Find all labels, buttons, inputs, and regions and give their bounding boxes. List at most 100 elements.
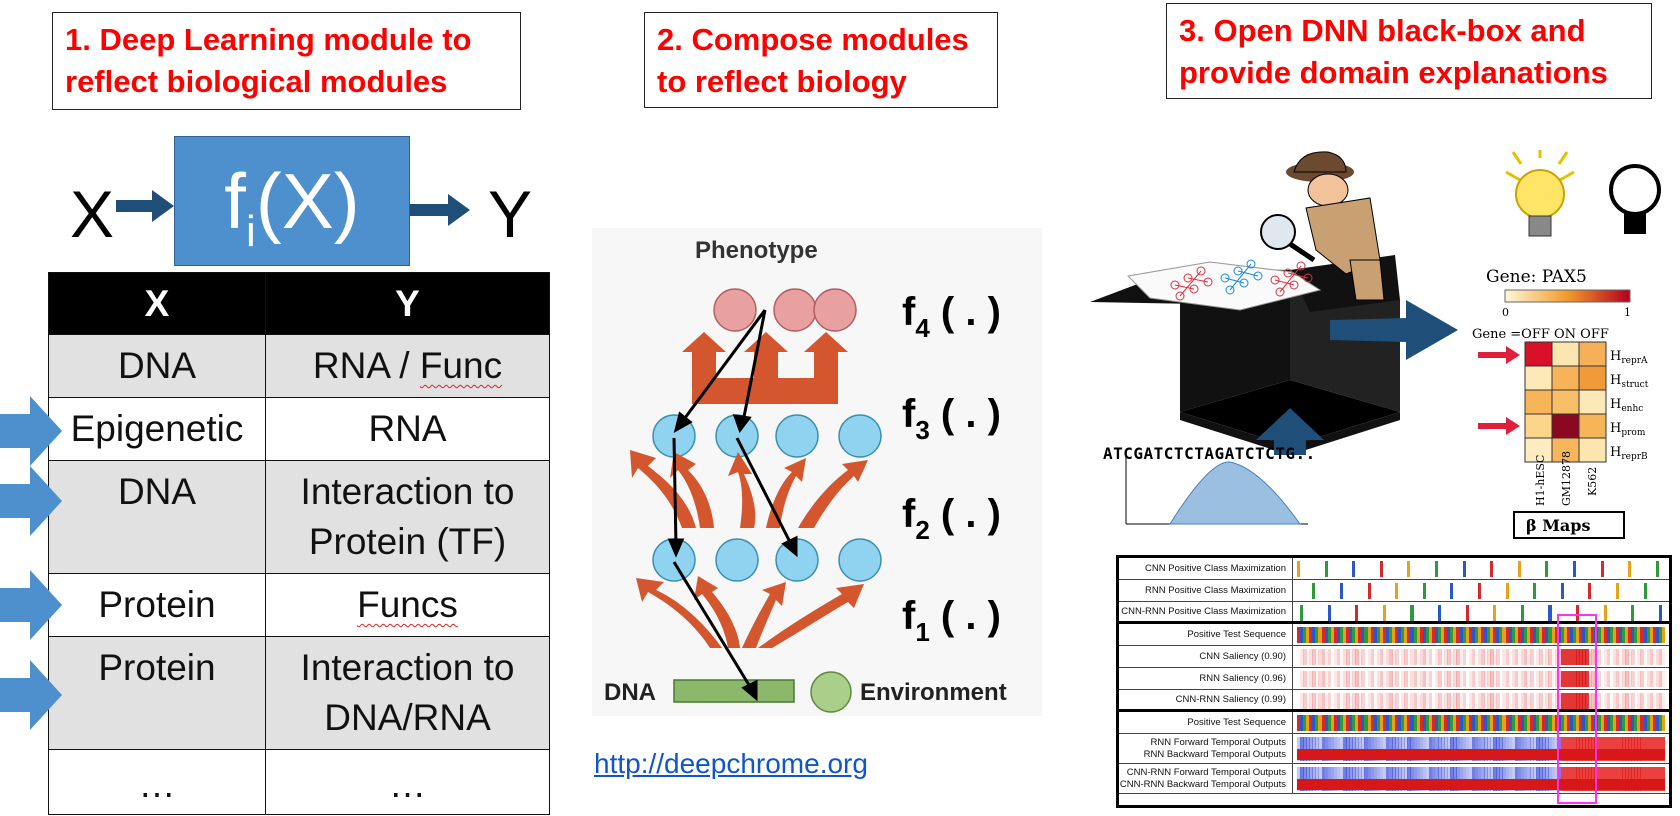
saliency-row-label: RNN Forward Temporal Outputs RNN Backwar… [1119, 734, 1293, 763]
table-cell-x: Protein [48, 573, 266, 637]
f2-symbol: f [902, 492, 916, 536]
table-row: … … [48, 749, 550, 815]
f1-arg: ( . ) [940, 594, 1001, 638]
sequence-input-arrow-icon [1256, 408, 1324, 455]
saliency-row: RNN Saliency (0.96) [1119, 668, 1669, 690]
gene-state-label: Gene =OFF ON OFF [1472, 327, 1609, 342]
table-cell-y-text: Funcs [357, 584, 458, 625]
f4-arg: ( . ) [940, 290, 1001, 334]
saliency-row-label: Positive Test Sequence [1119, 624, 1293, 645]
saliency-track [1297, 605, 1665, 621]
saliency-track [1297, 693, 1665, 709]
input-output-table: X Y DNA RNA / Func Epigenetic RNA DNA In… [48, 272, 550, 815]
heading-deep-learning-module: 1. Deep Learning module to reflect biolo… [52, 12, 521, 110]
saliency-row: RNN Positive Class Maximization [1119, 580, 1669, 602]
f3-label: f3 ( . ) [902, 392, 1001, 446]
table-row: DNA Interaction to Protein (TF) [48, 460, 550, 574]
row-label-repra: HreprA [1610, 349, 1648, 366]
func-text: Func [419, 345, 503, 386]
module-func-subscript: i [245, 207, 256, 256]
saliency-row-label: CNN-RNN Forward Temporal Outputs CNN-RNN… [1119, 764, 1293, 793]
f4-subscript: 4 [915, 313, 930, 343]
table-cell-y: RNA / Func [265, 334, 550, 398]
explanation-graphic: Gene: PAX5 0 1 Gene =OFF ON OFF HreprA H… [1090, 150, 1661, 539]
row-label-prom: Hprom [1610, 421, 1646, 438]
heatmap-colorbar [1504, 289, 1631, 303]
row-arrow-icon [0, 570, 62, 640]
heading-compose-modules: 2. Compose modules to reflect biology [644, 12, 998, 108]
row-label-enhc: Henhc [1610, 397, 1643, 414]
beta-maps-box [1513, 511, 1625, 539]
saliency-row: CNN-RNN Saliency (0.99) [1119, 690, 1669, 712]
saliency-track [1297, 561, 1665, 577]
saliency-row: CNN-RNN Positive Class Maximization [1119, 602, 1669, 624]
table-cell-y: … [265, 749, 550, 815]
colorbar-min-label: 0 [1502, 306, 1509, 319]
row-label-struct: Hstruct [1610, 373, 1649, 390]
lightbulb-off-icon [1609, 164, 1661, 234]
beta-maps-label: β Maps [1526, 516, 1590, 535]
environment-node [810, 671, 852, 713]
saliency-track [1297, 649, 1665, 665]
table-header-x: X [48, 272, 266, 335]
saliency-row-label: CNN Saliency (0.90) [1119, 646, 1293, 667]
output-arrow-icon [410, 194, 470, 226]
f1-subscript: 1 [915, 617, 930, 647]
f4-label: f4 ( . ) [902, 290, 1001, 344]
f3-symbol: f [902, 392, 916, 436]
gene-title: Gene: PAX5 [1486, 267, 1587, 287]
table-cell-y: Interaction to DNA/RNA [265, 636, 550, 750]
col-label-k562: K562 [1586, 467, 1599, 496]
saliency-row-label: Positive Test Sequence [1119, 712, 1293, 733]
f3-arg: ( . ) [940, 392, 1001, 436]
explanation-arrow-icon [1330, 300, 1458, 360]
row-label-reprb: HreprB [1610, 445, 1648, 462]
f2-subscript: 2 [915, 515, 930, 545]
saliency-track [1297, 671, 1665, 687]
saliency-track [1297, 583, 1665, 599]
table-cell-y: Interaction to Protein (TF) [265, 460, 550, 574]
saliency-track [1297, 715, 1665, 731]
module-output-label: Y [488, 177, 533, 251]
table-row: Protein Interaction to DNA/RNA [48, 636, 550, 750]
composition-diagram: Phenotype [592, 228, 1042, 716]
f1-label: f1 ( . ) [902, 594, 1001, 648]
phenotype-nodes [713, 288, 857, 332]
table-cell-y: RNA [265, 397, 550, 461]
input-arrow-icon [116, 190, 174, 222]
col-label-gm12878: GM12878 [1560, 451, 1573, 506]
f1-symbol: f [902, 594, 916, 638]
layer-arrows-f1 [636, 576, 864, 648]
dna-label: DNA [604, 679, 656, 706]
layer-arrows-f3 [682, 332, 848, 404]
saliency-track [1297, 627, 1665, 643]
saliency-row-label: RNN Saliency (0.96) [1119, 668, 1293, 689]
pathway-arrows [667, 309, 798, 702]
f3-subscript: 3 [915, 415, 930, 445]
table-row: Epigenetic RNA [48, 397, 550, 461]
f2-arg: ( . ) [940, 492, 1001, 536]
table-row: Protein Funcs [48, 573, 550, 637]
row-arrow-icon [0, 660, 62, 730]
dna-bar [673, 679, 795, 703]
environment-label: Environment [860, 679, 1007, 706]
table-cell-x: … [48, 749, 266, 815]
saliency-row: CNN Positive Class Maximization [1119, 558, 1669, 580]
saliency-track [1297, 767, 1665, 791]
saliency-row-label: CNN Positive Class Maximization [1119, 558, 1293, 579]
col-label-h1hesc: H1-hESC [1534, 455, 1547, 506]
layer-arrows-f2 [630, 450, 868, 528]
saliency-row: Positive Test Sequence [1119, 712, 1669, 734]
phenotype-label: Phenotype [695, 237, 818, 264]
module-input-label: X [70, 177, 115, 251]
saliency-track [1297, 737, 1665, 761]
deepchrome-link[interactable]: http://deepchrome.org [594, 748, 868, 779]
table-cell-y-text: RNA / Func [312, 345, 503, 386]
colorbar-max-label: 1 [1624, 306, 1631, 319]
detective-icon [1260, 151, 1385, 301]
saliency-row-label: CNN-RNN Saliency (0.99) [1119, 690, 1293, 709]
table-cell-x: DNA [48, 460, 266, 574]
f2-label: f2 ( . ) [902, 492, 1001, 546]
hidden-nodes-lower [652, 538, 882, 582]
saliency-row-label: RNN Positive Class Maximization [1119, 580, 1293, 601]
